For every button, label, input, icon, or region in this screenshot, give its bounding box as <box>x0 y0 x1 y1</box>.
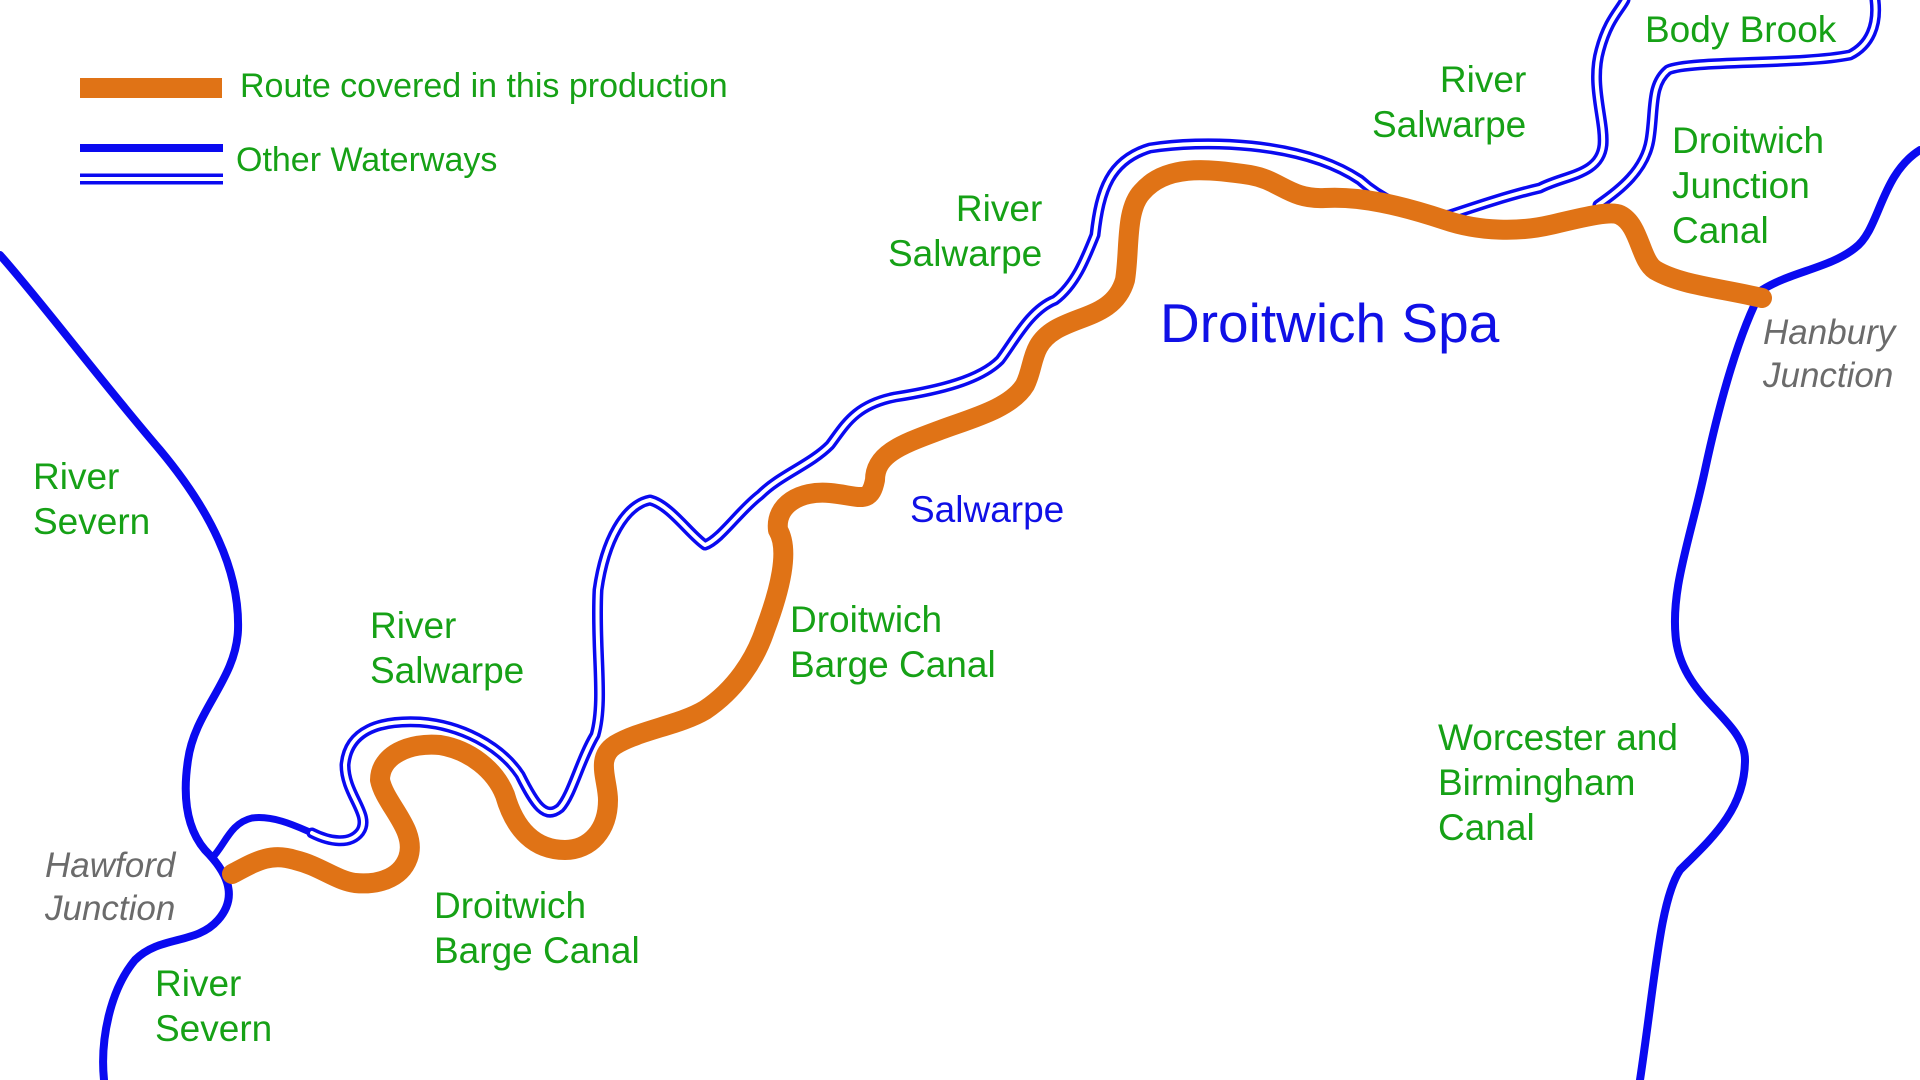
legend-waterways-label: Other Waterways <box>236 141 498 179</box>
river-severn-line <box>0 251 243 1080</box>
legend-waterway-swatch <box>80 144 223 185</box>
town-label-droitwich-spa: Droitwich Spa <box>1160 292 1500 354</box>
village-label-salwarpe: Salwarpe <box>910 489 1065 530</box>
hawford-connector-line <box>208 814 316 862</box>
legend-route-label: Route covered in this production <box>240 67 728 105</box>
droitwich-junction-canal-line <box>1592 0 1882 211</box>
route-covered-line <box>222 160 1772 894</box>
worcester-birmingham-canal-line <box>1636 146 1920 1080</box>
label-body-brook: Body Brook <box>1645 9 1837 50</box>
